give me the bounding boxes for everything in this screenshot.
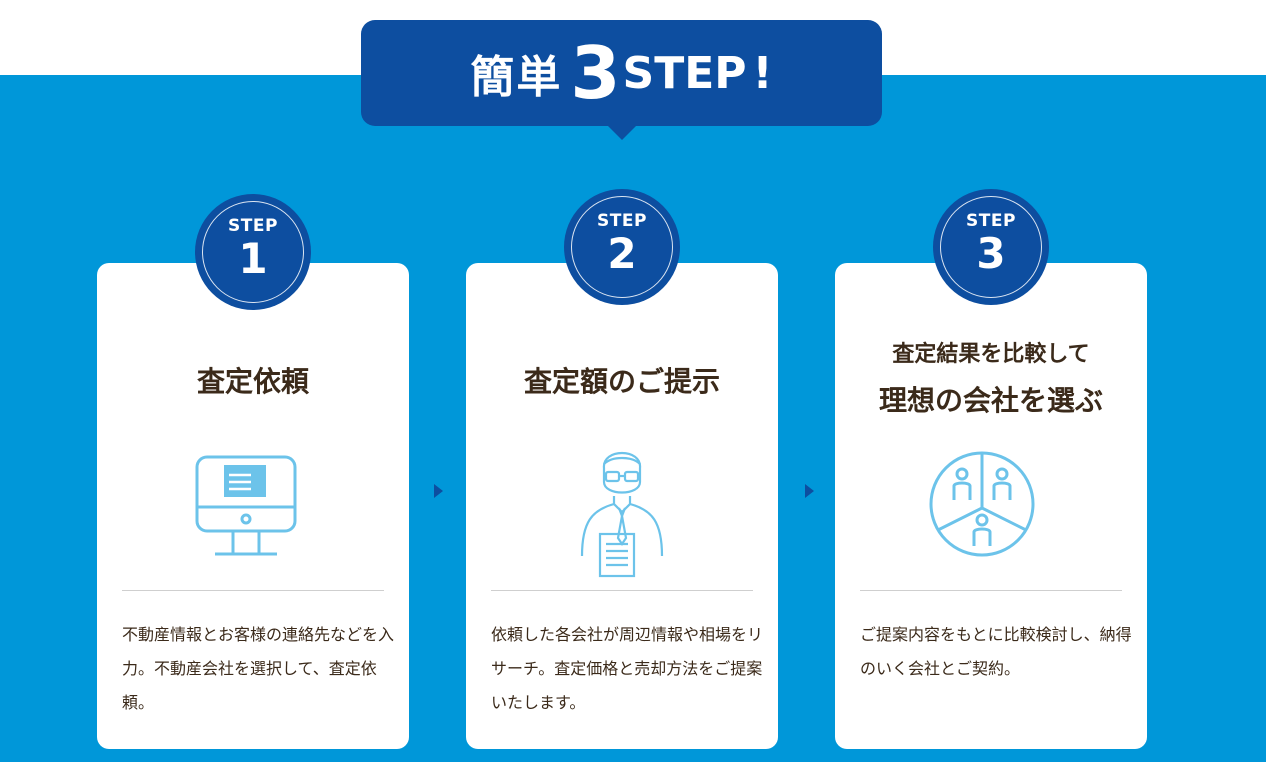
step-card-2: 査定額のご提示 依頼した各会社が周辺情報や相場をリサーチ。査定価格と売却方法をご… bbox=[466, 263, 778, 749]
badge-ring bbox=[940, 196, 1042, 298]
badge-ring bbox=[202, 201, 304, 303]
arrow-right-icon bbox=[434, 484, 443, 498]
banner-kanji: 簡単 bbox=[470, 52, 563, 103]
people-compare-circle-icon bbox=[926, 448, 1038, 560]
arrow-right-icon bbox=[805, 484, 814, 498]
step-3-title-line2: 理想の会社を選ぶ bbox=[878, 384, 1103, 417]
step-1-description: 不動産情報とお客様の連絡先などを入力。不動産会社を選択して、査定依頼。 bbox=[122, 625, 395, 712]
step-1-title: 査定依頼 bbox=[196, 365, 309, 398]
banner-number: 3 bbox=[570, 31, 621, 115]
banner-exclamation: ! bbox=[752, 47, 773, 99]
step-2-badge: STEP 2 bbox=[564, 189, 680, 305]
badge-ring bbox=[571, 196, 673, 298]
banner-step-text: STEP bbox=[622, 47, 747, 99]
step-2-title: 査定額のご提示 bbox=[523, 365, 720, 398]
badge-step-label: STEP bbox=[228, 216, 278, 236]
card-divider bbox=[122, 590, 384, 591]
badge-step-number: 3 bbox=[976, 229, 1006, 278]
step-3-title-line1: 査定結果を比較して bbox=[892, 342, 1090, 367]
step-card-1: 査定依頼 不動産情報とお客様の連絡先などを入力。不動産会社を選択して、査定依頼。 bbox=[97, 263, 409, 749]
card-divider bbox=[491, 590, 753, 591]
computer-monitor-icon bbox=[191, 453, 301, 563]
badge-step-label: STEP bbox=[966, 211, 1016, 231]
header-banner: 簡単 3 STEP ! bbox=[361, 20, 882, 126]
badge-step-number: 2 bbox=[607, 229, 637, 278]
card-divider bbox=[860, 590, 1122, 591]
step-3-description: ご提案内容をもとに比較検討し、納得のいく会社とご契約。 bbox=[860, 625, 1132, 678]
badge-step-number: 1 bbox=[238, 234, 268, 283]
step-3-badge: STEP 3 bbox=[933, 189, 1049, 305]
step-2-description: 依頼した各会社が周辺情報や相場をリサーチ。査定価格と売却方法をご提案いたします。 bbox=[491, 625, 764, 712]
step-card-3: 査定結果を比較して 理想の会社を選ぶ ご提案内容をもとに比較検討し、納得のいく会… bbox=[835, 263, 1147, 749]
step-1-badge: STEP 1 bbox=[195, 194, 311, 310]
badge-step-label: STEP bbox=[597, 211, 647, 231]
businessman-document-icon bbox=[572, 438, 672, 578]
